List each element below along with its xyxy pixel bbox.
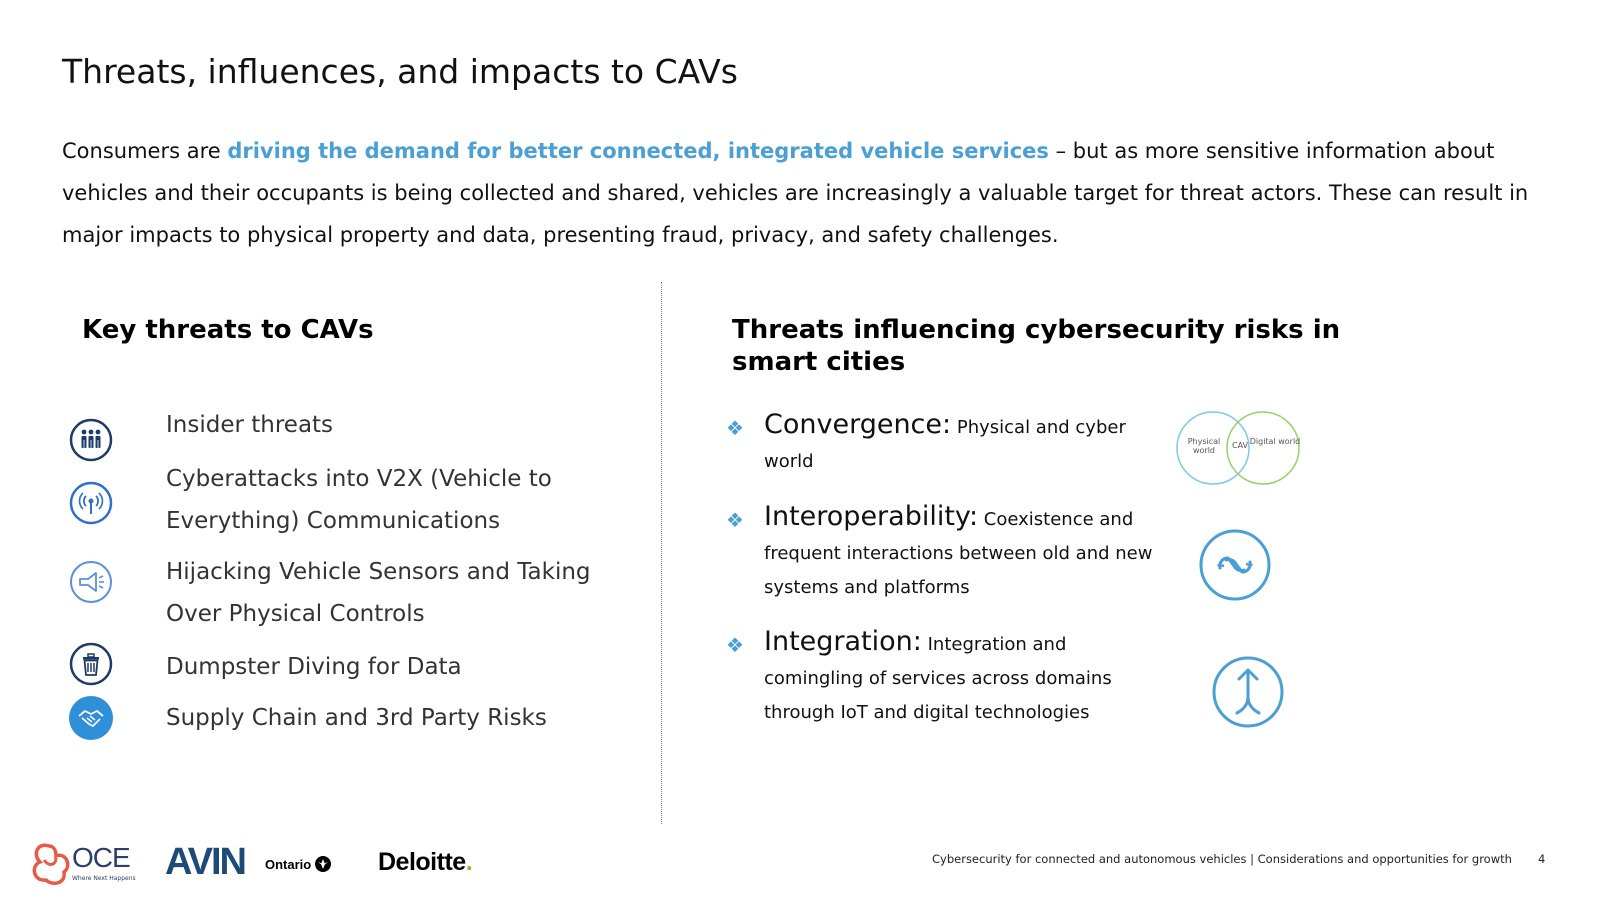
intro-text-pre: Consumers are <box>62 139 228 163</box>
oce-knot-icon <box>32 843 70 886</box>
merge-arrow-icon <box>1211 655 1285 729</box>
footer-caption: Cybersecurity for connected and autonomo… <box>932 852 1512 866</box>
oce-logo: OCE Where Next Happens <box>26 840 136 890</box>
ontario-logo: Ontario <box>265 856 331 872</box>
deloitte-green-dot: . <box>465 848 473 876</box>
threat-item-dumpster: Dumpster Diving for Data <box>166 654 462 680</box>
avin-logo: AVIN <box>165 841 247 883</box>
threat-item-insider: Insider threats <box>166 412 334 438</box>
influence-item-convergence: Convergence: Physical and cyber world <box>764 408 1154 479</box>
page-number: 4 <box>1538 852 1546 866</box>
threat-item-v2x: Cyberattacks into V2X (Vehicle to Everyt… <box>166 466 552 534</box>
oce-wordmark: OCE <box>72 842 131 873</box>
influence-item-interoperability: Interoperability: Coexistence and freque… <box>764 500 1154 605</box>
threat-item-supply-chain: Supply Chain and 3rd Party Risks <box>166 705 547 731</box>
venn-diagram: Physical world CAV Digital world <box>1175 410 1305 486</box>
sync-cycle-icon <box>1198 528 1272 602</box>
venn-digital-label: Digital world <box>1249 437 1301 446</box>
intro-text-post: – but as more sensitive information abou… <box>62 139 1529 247</box>
smart-cities-heading: Threats influencing cybersecurity risks … <box>732 315 1341 377</box>
ontario-wordmark: Ontario <box>265 857 312 872</box>
venn-center-label: CAV <box>1231 441 1249 450</box>
influence-term: Convergence: <box>764 409 952 440</box>
key-threats-heading: Key threats to CAVs <box>82 315 374 345</box>
influence-term: Interoperability: <box>764 501 979 532</box>
influence-term: Integration: <box>764 626 922 657</box>
influence-desc: Integration and comingling of services a… <box>764 634 1112 723</box>
venn-physical-label: Physical world <box>1187 437 1221 455</box>
influence-desc: Coexistence and frequent interactions be… <box>764 509 1153 598</box>
intro-highlight: driving the demand for better connected,… <box>227 139 1049 163</box>
diamond-bullet-icon: ❖ <box>726 508 744 532</box>
deloitte-logo: Deloitte. <box>378 848 473 877</box>
trash-bin-icon <box>69 642 113 686</box>
oce-tagline: Where Next Happens <box>72 875 136 882</box>
page-title: Threats, influences, and impacts to CAVs <box>62 52 738 91</box>
influence-item-integration: Integration: Integration and comingling … <box>764 625 1154 730</box>
handshake-icon <box>69 696 113 740</box>
diamond-bullet-icon: ❖ <box>726 633 744 657</box>
antenna-signal-icon <box>69 481 113 525</box>
diamond-bullet-icon: ❖ <box>726 416 744 440</box>
deloitte-wordmark: Deloitte <box>378 848 466 876</box>
influence-desc: Physical and cyber world <box>764 417 1126 472</box>
column-divider <box>661 282 662 824</box>
trillium-icon <box>314 856 331 872</box>
people-group-icon <box>69 418 113 462</box>
megaphone-icon <box>69 560 113 604</box>
threat-item-hijacking: Hijacking Vehicle Sensors and Taking Ove… <box>166 559 591 627</box>
intro-paragraph: Consumers are driving the demand for bet… <box>62 130 1582 256</box>
